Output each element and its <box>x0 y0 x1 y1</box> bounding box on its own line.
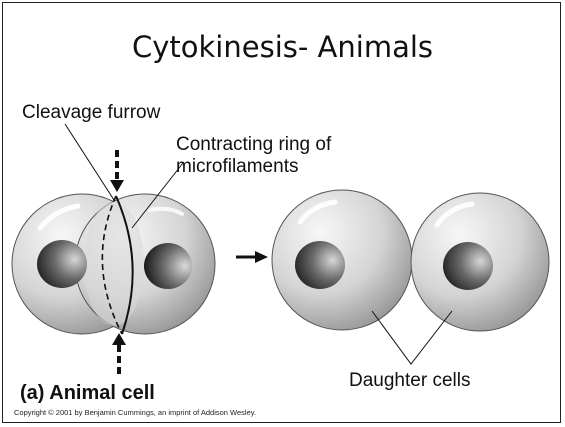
furrow-arrow-bottom <box>112 333 126 374</box>
nucleus-right <box>144 243 192 289</box>
process-arrow <box>236 251 268 263</box>
daughter-cell-2 <box>411 193 549 331</box>
dividing-cell <box>12 194 215 334</box>
cleavage-furrow-leader <box>65 124 114 200</box>
panel-label: (a) Animal cell <box>20 382 155 404</box>
nucleus-left <box>37 240 87 288</box>
copyright-text: Copyright © 2001 by Benjamin Cummings, a… <box>14 408 256 417</box>
daughter-cell-1 <box>272 190 412 330</box>
furrow-region <box>84 202 144 326</box>
daughter-cells-leader <box>372 311 452 364</box>
contracting-ring-label-line2: microfilaments <box>176 156 298 178</box>
contracting-ring-label-line1: Contracting ring of <box>176 134 331 156</box>
daughter-nucleus <box>295 241 345 289</box>
furrow-arrow-top <box>110 150 124 192</box>
daughter-nucleus <box>443 242 493 290</box>
cleavage-furrow-label: Cleavage furrow <box>22 102 160 124</box>
daughter-cells-label: Daughter cells <box>349 370 470 392</box>
